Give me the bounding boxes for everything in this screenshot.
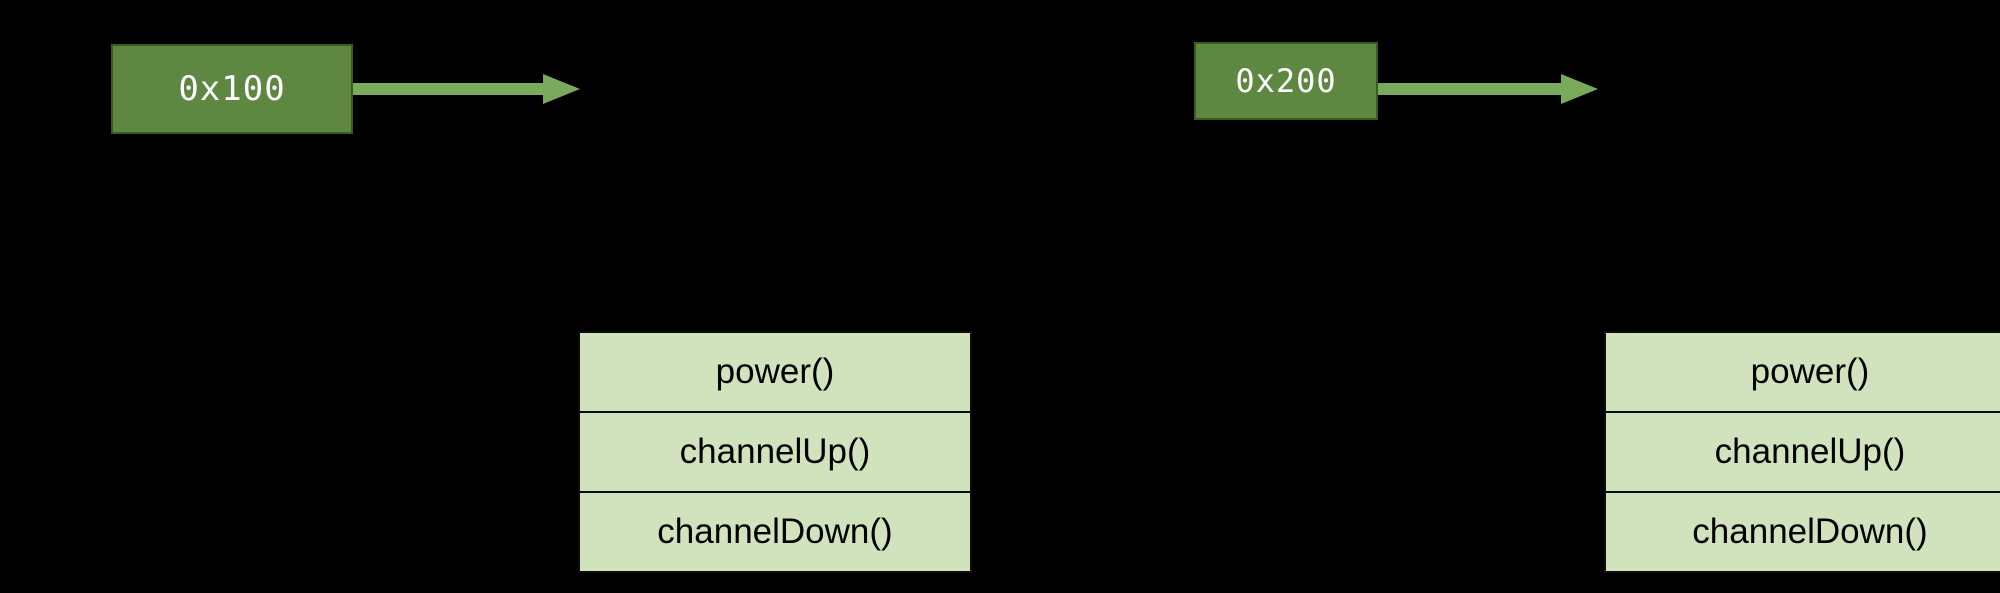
arrow-glyph-icon xyxy=(1378,74,1598,104)
method-label: channelDown() xyxy=(1692,512,1928,551)
method-label: channelUp() xyxy=(1714,432,1906,471)
pointer-label-0x100: 0x100 xyxy=(178,69,286,109)
method-row[interactable]: power() xyxy=(580,333,970,413)
method-row[interactable]: power() xyxy=(1606,333,2000,413)
method-label: power() xyxy=(715,352,835,391)
method-row[interactable]: channelUp() xyxy=(580,413,970,493)
pointer-box-0x100[interactable]: 0x100 xyxy=(111,44,353,134)
arrow-glyph-icon xyxy=(353,74,580,104)
pointer-arrow-1 xyxy=(353,72,580,106)
method-table-2: power() channelUp() channelDown() xyxy=(1604,331,2000,573)
method-label: channelUp() xyxy=(679,432,871,471)
method-row[interactable]: channelUp() xyxy=(1606,413,2000,493)
method-table-1: power() channelUp() channelDown() xyxy=(578,331,972,573)
method-row[interactable]: channelDown() xyxy=(1606,493,2000,571)
method-row[interactable]: channelDown() xyxy=(580,493,970,571)
method-label: power() xyxy=(1750,352,1870,391)
pointer-box-0x200[interactable]: 0x200 xyxy=(1194,42,1378,120)
method-label: channelDown() xyxy=(657,512,893,551)
pointer-arrow-2 xyxy=(1378,72,1598,106)
pointer-label-0x200: 0x200 xyxy=(1235,62,1337,100)
